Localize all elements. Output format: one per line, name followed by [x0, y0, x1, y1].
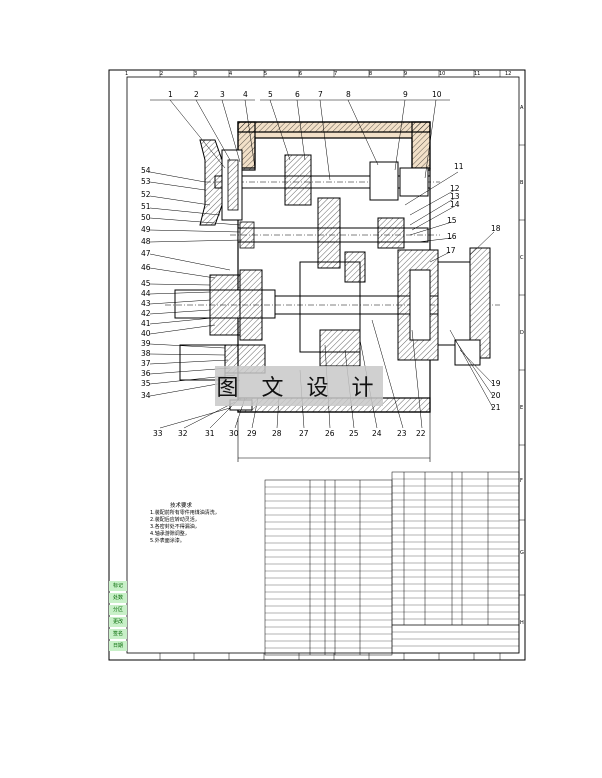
part-number: 32	[178, 429, 188, 438]
v-belt-pulley	[199, 139, 243, 226]
part-number: 52	[141, 190, 151, 199]
side-label: 签名	[109, 629, 127, 639]
part-number: 39	[141, 339, 151, 348]
watermark: 图 文 设 计	[215, 366, 383, 406]
zone-row: G	[520, 550, 524, 556]
part-number: 29	[247, 429, 257, 438]
leader-lines	[149, 99, 495, 429]
part-number: 9	[403, 90, 408, 99]
side-label: 分区	[109, 605, 127, 615]
side-label: 处数	[109, 593, 127, 603]
part-number: 11	[454, 162, 464, 171]
zone-row: F	[520, 478, 523, 484]
zone-col: 5	[264, 71, 268, 77]
zone-col: 3	[194, 71, 198, 77]
side-label: 更改	[109, 617, 127, 627]
part-number: 8	[346, 90, 351, 99]
parts-list-rows	[265, 478, 519, 649]
upper-shaft	[205, 154, 440, 206]
part-number: 14	[450, 200, 460, 209]
part-number: 7	[318, 90, 323, 99]
note-line: 2.装配后应转动灵活，	[150, 517, 200, 523]
zone-row: C	[520, 255, 524, 261]
part-number: 42	[141, 309, 151, 318]
part-number: 15	[447, 216, 457, 225]
part-number: 6	[295, 90, 300, 99]
zone-col: 6	[299, 71, 303, 77]
part-number: 18	[491, 224, 501, 233]
part-number: 23	[397, 429, 407, 438]
part-number: 45	[141, 279, 151, 288]
part-number: 16	[447, 232, 457, 241]
part-number: 21	[491, 403, 501, 412]
part-number: 53	[141, 177, 151, 186]
zone-col: 7	[334, 71, 338, 77]
note-line: 5.外表面涂漆。	[150, 538, 185, 544]
note-line: 1.装配前所有零件用煤油清洗，	[150, 510, 220, 516]
note-line: 3.各密封处不得漏油，	[150, 524, 200, 530]
zone-row: B	[520, 180, 524, 186]
part-number: 10	[432, 90, 442, 99]
zone-col: 10	[439, 71, 446, 77]
part-number: 4	[243, 90, 248, 99]
parts-list-table	[264, 471, 520, 656]
note-line: 4.轴承游隙调整，	[150, 531, 190, 537]
part-number: 46	[141, 263, 151, 272]
part-number: 33	[153, 429, 163, 438]
part-number: 28	[272, 429, 282, 438]
side-label: 标记	[109, 581, 127, 591]
zone-row: H	[520, 620, 524, 626]
middle-shaft	[230, 197, 440, 269]
part-number: 13	[450, 192, 460, 201]
part-number: 50	[141, 213, 151, 222]
part-number: 3	[220, 90, 225, 99]
border-zone-ticks	[159, 70, 525, 660]
part-number: 1	[168, 90, 173, 99]
part-number: 20	[491, 391, 501, 400]
part-number: 37	[141, 359, 151, 368]
zone-col: 8	[369, 71, 373, 77]
technical-requirements: 技术要求 1.装配前所有零件用煤油清洗， 2.装配后应转动灵活， 3.各密封处不…	[150, 503, 220, 545]
zone-col: 12	[505, 71, 512, 77]
part-number: 49	[141, 225, 151, 234]
part-number: 40	[141, 329, 151, 338]
part-number: 36	[141, 369, 151, 378]
notes-title: 技术要求	[170, 503, 193, 509]
part-number: 25	[349, 429, 359, 438]
part-number: 12	[450, 184, 460, 193]
side-label: 日期	[109, 641, 127, 651]
zone-row: E	[520, 405, 524, 411]
part-number: 5	[268, 90, 273, 99]
right-bearing-housing	[397, 247, 491, 366]
part-number: 27	[299, 429, 309, 438]
zone-col: 4	[229, 71, 233, 77]
part-number: 30	[229, 429, 239, 438]
zone-col: 9	[404, 71, 408, 77]
part-number: 41	[141, 319, 151, 328]
part-number: 31	[205, 429, 215, 438]
part-number: 51	[141, 202, 151, 211]
part-number: 17	[446, 246, 456, 255]
overall-dimension	[237, 412, 431, 462]
part-number: 34	[141, 391, 151, 400]
zone-col: 11	[474, 71, 481, 77]
zone-col: 2	[160, 71, 164, 77]
part-number: 22	[416, 429, 426, 438]
zone-col: 1	[125, 71, 129, 77]
part-number: 54	[141, 166, 151, 175]
part-number: 47	[141, 249, 151, 258]
part-number: 44	[141, 289, 151, 298]
part-number: 38	[141, 349, 151, 358]
part-number: 26	[325, 429, 335, 438]
part-number: 19	[491, 379, 501, 388]
part-number: 43	[141, 299, 151, 308]
zone-row: D	[520, 330, 524, 336]
part-number: 2	[194, 90, 199, 99]
zone-row: A	[520, 105, 524, 111]
part-number: 48	[141, 237, 151, 246]
part-number: 24	[372, 429, 382, 438]
part-number: 35	[141, 379, 151, 388]
